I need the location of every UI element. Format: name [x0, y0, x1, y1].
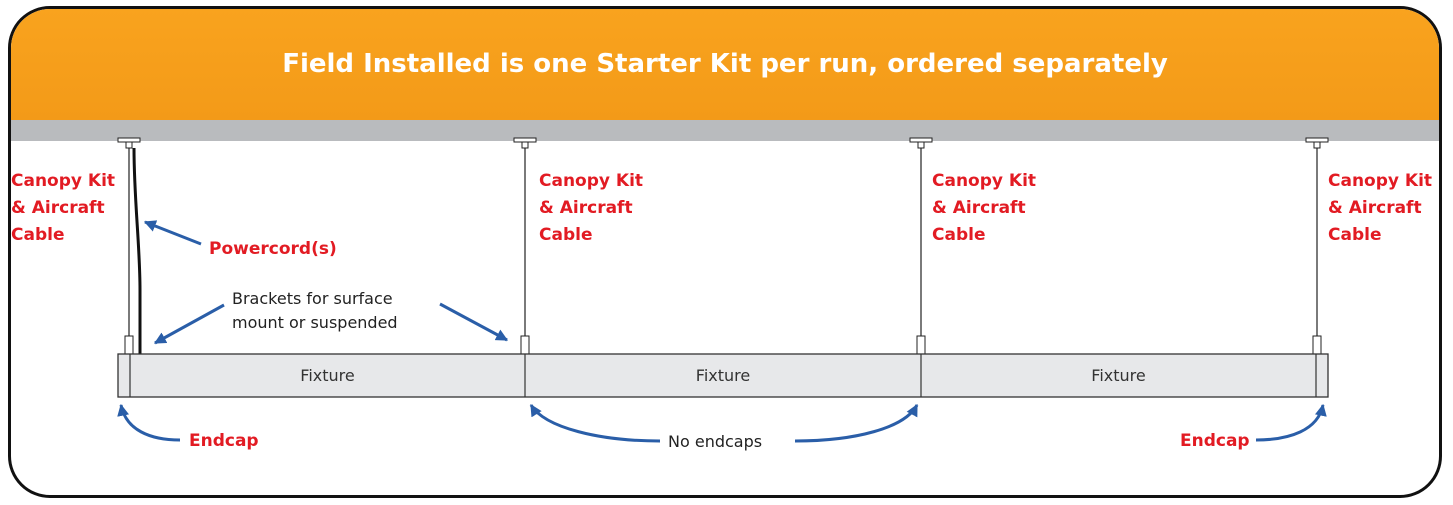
bracket-2 — [520, 335, 530, 355]
fixture-label-2: Fixture — [695, 366, 751, 385]
bracket-1 — [124, 335, 134, 355]
powercord-arrow — [143, 220, 202, 246]
canopy-mount-3 — [909, 137, 933, 149]
brackets-label: Brackets for surface mount or suspended — [232, 289, 398, 332]
no-endcaps-arrow-right — [794, 403, 919, 443]
canopy-mount-4 — [1305, 137, 1329, 149]
endcap-arrow-left — [117, 403, 181, 442]
canopy-mount-1 — [117, 137, 141, 149]
fixture-label-3: Fixture — [1091, 366, 1146, 385]
endcap-arrow-right — [1255, 403, 1327, 442]
header-banner: Field Installed is one Starter Kit per r… — [11, 9, 1439, 120]
canopy-label-4: Canopy Kit & Aircraft Cable — [1328, 171, 1433, 245]
powercord-label: Powercord(s) — [209, 239, 337, 259]
ceiling-bar — [11, 120, 1439, 141]
endcap-label-left: Endcap — [189, 431, 259, 451]
fixture-label-1: Fixture — [300, 366, 355, 385]
no-endcaps-label: No endcaps — [668, 432, 763, 451]
fixture-run — [117, 353, 1329, 398]
canopy-label-3: Canopy Kit & Aircraft Cable — [932, 171, 1037, 245]
bracket-4 — [1312, 335, 1322, 355]
canopy-label-1: Canopy Kit & Aircraft Cable — [11, 171, 116, 245]
no-endcaps-arrow-left — [529, 403, 661, 443]
endcap-label-right: Endcap — [1180, 431, 1250, 451]
bracket-arrow-right — [439, 302, 509, 342]
canopy-label-2: Canopy Kit & Aircraft Cable — [539, 171, 644, 245]
diagram-frame: Field Installed is one Starter Kit per r… — [8, 6, 1442, 498]
header-title: Field Installed is one Starter Kit per r… — [282, 49, 1168, 79]
bracket-3 — [916, 335, 926, 355]
bracket-arrow-left — [153, 303, 225, 345]
powercord — [132, 147, 142, 354]
canopy-mount-2 — [513, 137, 537, 149]
